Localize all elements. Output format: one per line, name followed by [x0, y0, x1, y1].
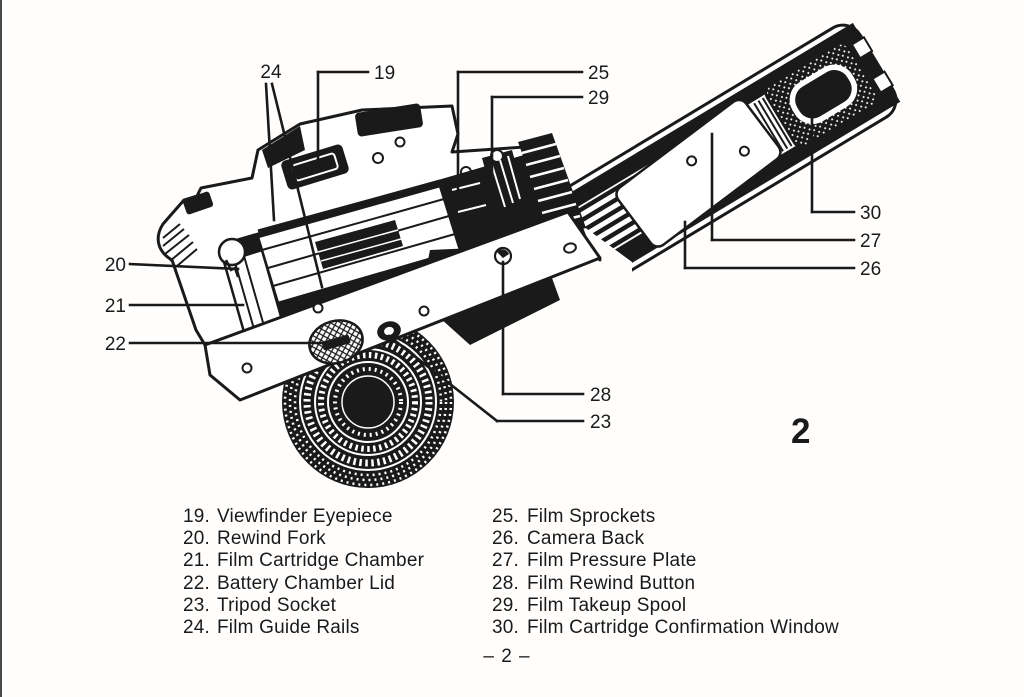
plate-screw	[418, 305, 430, 317]
legend-label: Camera Back	[527, 528, 645, 550]
legend-item-24: 24. Film Guide Rails	[183, 617, 424, 639]
legend-item-27: 27. Film Pressure Plate	[492, 550, 839, 572]
legend-label: Film Sprockets	[527, 506, 656, 527]
legend-number: 27.	[492, 550, 520, 572]
prism-shading	[262, 126, 305, 168]
legend-item-21: 21. Film Cartridge Chamber	[183, 550, 424, 572]
callout-label-23: 23	[590, 412, 611, 433]
legend-label: Viewfinder Eyepiece	[217, 506, 393, 527]
hot-shoe	[355, 103, 423, 137]
film-cartridge-confirmation-window	[764, 42, 879, 149]
callout-label-24: 24	[260, 62, 282, 83]
legend-number: 20.	[183, 528, 211, 550]
legend-number: 24.	[183, 617, 211, 639]
legend-label: Film Takeup Spool	[527, 594, 687, 616]
rewind-fork	[217, 237, 247, 278]
film-rewind-button	[493, 246, 513, 266]
legend-label: Film Guide Rails	[217, 617, 360, 639]
legend-left-column: 19. Viewfinder Eyepiece 20. Rewind Fork 21…	[183, 506, 424, 639]
legend-label: Film Rewind Button	[527, 572, 696, 594]
plate-screw	[241, 362, 253, 374]
legend-number: 28.	[492, 572, 520, 594]
scan-edge-line	[0, 0, 2, 697]
door-latch-notch	[850, 35, 874, 60]
callout-label-20: 20	[105, 255, 126, 276]
plate-screw	[563, 242, 577, 254]
leader-line-24	[264, 82, 276, 222]
grip-hatching	[162, 223, 198, 267]
leader-line-23	[387, 334, 499, 423]
callout-label-25: 25	[588, 63, 609, 84]
plate-screw	[312, 302, 324, 314]
door-latch-notch	[871, 70, 895, 94]
legend-item-25: 25. Film Sprockets	[492, 506, 839, 528]
legend-item-29: 29. Film Takeup Spool	[492, 595, 839, 617]
legend-label: Battery Chamber Lid	[217, 572, 396, 594]
legend-item-19: 19. Viewfinder Eyepiece	[183, 506, 424, 528]
leader-line-20	[128, 262, 240, 271]
legend-label: Rewind Fork	[217, 528, 326, 550]
legend-number: 22.	[183, 572, 211, 594]
callout-label-19: 19	[374, 63, 395, 84]
door-rib-strip	[753, 97, 793, 152]
strap-lug	[182, 191, 214, 215]
legend-number: 26.	[492, 528, 520, 550]
legend-label: Film Cartridge Confirmation Window	[527, 617, 839, 639]
leader-line-24	[270, 82, 324, 289]
legend-label: Film Pressure Plate	[527, 550, 697, 572]
tripod-socket	[377, 321, 401, 341]
camera-body	[156, 103, 602, 348]
legend-item-30: 30. Film Cartridge Confirmation Window	[492, 617, 839, 639]
legend-number: 23.	[183, 594, 211, 616]
legend-number: 29.	[492, 594, 520, 616]
legend-label: Tripod Socket	[217, 594, 337, 616]
legend-item-22: 22. Battery Chamber Lid	[183, 573, 424, 595]
callout-label-21: 21	[105, 296, 126, 317]
body-screw	[372, 152, 384, 164]
shoe-screw	[394, 136, 406, 148]
callout-label-29: 29	[588, 88, 609, 109]
callout-layer: 24 19 25 29 30 27 26 20 21 22 28 23	[105, 62, 881, 433]
figure-number: 2	[791, 412, 811, 451]
legend-item-28: 28. Film Rewind Button	[492, 573, 839, 595]
legend-right-column: 25. Film Sprockets 26. Camera Back 27. Film…	[492, 506, 839, 639]
legend-item-23: 23. Tripod Socket	[183, 595, 424, 617]
legend-number: 21.	[183, 550, 211, 572]
film-pressure-plate	[615, 98, 782, 248]
legend-label: Film Cartridge Chamber	[217, 550, 425, 572]
legend-item-20: 20. Rewind Fork	[183, 528, 424, 550]
legend-item-26: 26. Camera Back	[492, 528, 839, 550]
callout-label-22: 22	[105, 334, 126, 355]
legend-number: 19.	[183, 506, 211, 527]
callout-label-28: 28	[590, 385, 611, 406]
callout-label-30: 30	[860, 203, 881, 224]
legend-number: 30.	[492, 617, 520, 639]
legend-number: 25.	[492, 506, 520, 527]
callout-label-27: 27	[860, 231, 881, 252]
page-number-footer: – 2 –	[483, 646, 531, 667]
callout-label-26: 26	[860, 259, 881, 280]
